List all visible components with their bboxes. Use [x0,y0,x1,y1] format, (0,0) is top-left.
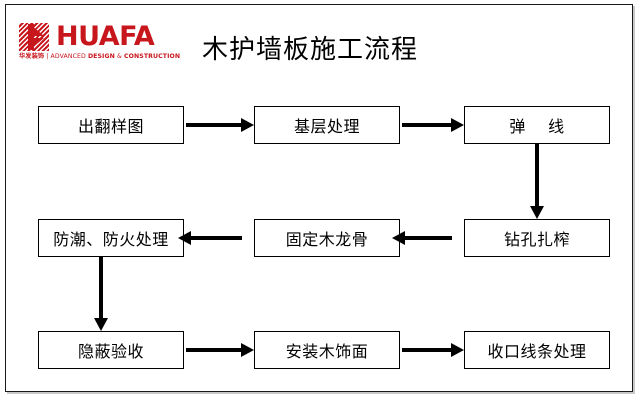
flow-arrow-n5-n6 [178,231,242,245]
arrowhead-right-icon [451,343,464,357]
arrowhead-left-icon [392,231,405,245]
flow-node-danxian[interactable]: 弹 线 [464,106,610,144]
flow-arrow-n8-n9 [402,343,464,357]
page-title: 木护墙板施工流程 [202,35,419,65]
logo-row: HUAFA [19,22,199,52]
brand-tagline-design: DESIGN [87,53,115,60]
flow-node-chufanyangtu[interactable]: 出翻样图 [38,106,184,144]
flow-arrow-n1-n2 [186,118,254,132]
flow-arrow-n7-n8 [186,343,254,357]
flow-node-jicengchuli[interactable]: 基层处理 [254,106,400,144]
slide-frame: HUAFA 华发装饰 | ADVANCED DESIGN & CONSTRUCT… [5,4,633,392]
arrowhead-down-icon [94,318,108,331]
flow-arrow-n6-n7 [94,257,108,331]
arrowhead-right-icon [451,118,464,132]
flow-arrow-n4-n5 [392,231,452,245]
flow-arrow-n2-n3 [402,118,464,132]
huafa-k-logo-icon [19,23,49,51]
logo-k-lower-leg [31,38,44,49]
brand-tagline-amp: & [114,53,124,60]
arrowhead-down-icon [530,206,544,219]
flow-node-shoukouxiantiaochuli[interactable]: 收口线条处理 [464,331,610,369]
flow-node-anzhuangmushimian[interactable]: 安装木饰面 [254,331,400,369]
flow-arrow-n3-n4 [530,144,544,219]
brand-tagline-separator: | [44,53,51,60]
arrowhead-left-icon [178,231,191,245]
logo-k-upper-leg [31,25,44,36]
flow-node-yinbiyanshou[interactable]: 隐蔽验收 [38,331,184,369]
brand-logo: HUAFA 华发装饰 | ADVANCED DESIGN & CONSTRUCT… [19,22,199,64]
flow-node-gudingmulonggu[interactable]: 固定木龙骨 [254,219,400,257]
brand-tagline-cn: 华发装饰 [19,53,45,60]
logo-k-stem [28,24,34,50]
brand-wordmark: HUAFA [56,21,155,52]
flow-node-fangchaofanghuochuli[interactable]: 防潮、防火处理 [38,219,184,257]
flow-node-zuankongzhazha[interactable]: 钻孔扎榨 [464,219,610,257]
slide-header: HUAFA 华发装饰 | ADVANCED DESIGN & CONSTRUCT… [6,5,632,85]
brand-tagline-advanced: ADVANCED [50,53,88,60]
brand-tagline: 华发装饰 | ADVANCED DESIGN & CONSTRUCTION [19,53,199,61]
brand-tagline-construction: CONSTRUCTION [123,53,181,60]
flowchart: 出翻样图 基层处理 弹 线 钻孔扎榨 固定木龙骨 防潮、防火处理 隐蔽验收 安装… [6,5,634,393]
arrowhead-right-icon [241,343,254,357]
arrowhead-right-icon [241,118,254,132]
